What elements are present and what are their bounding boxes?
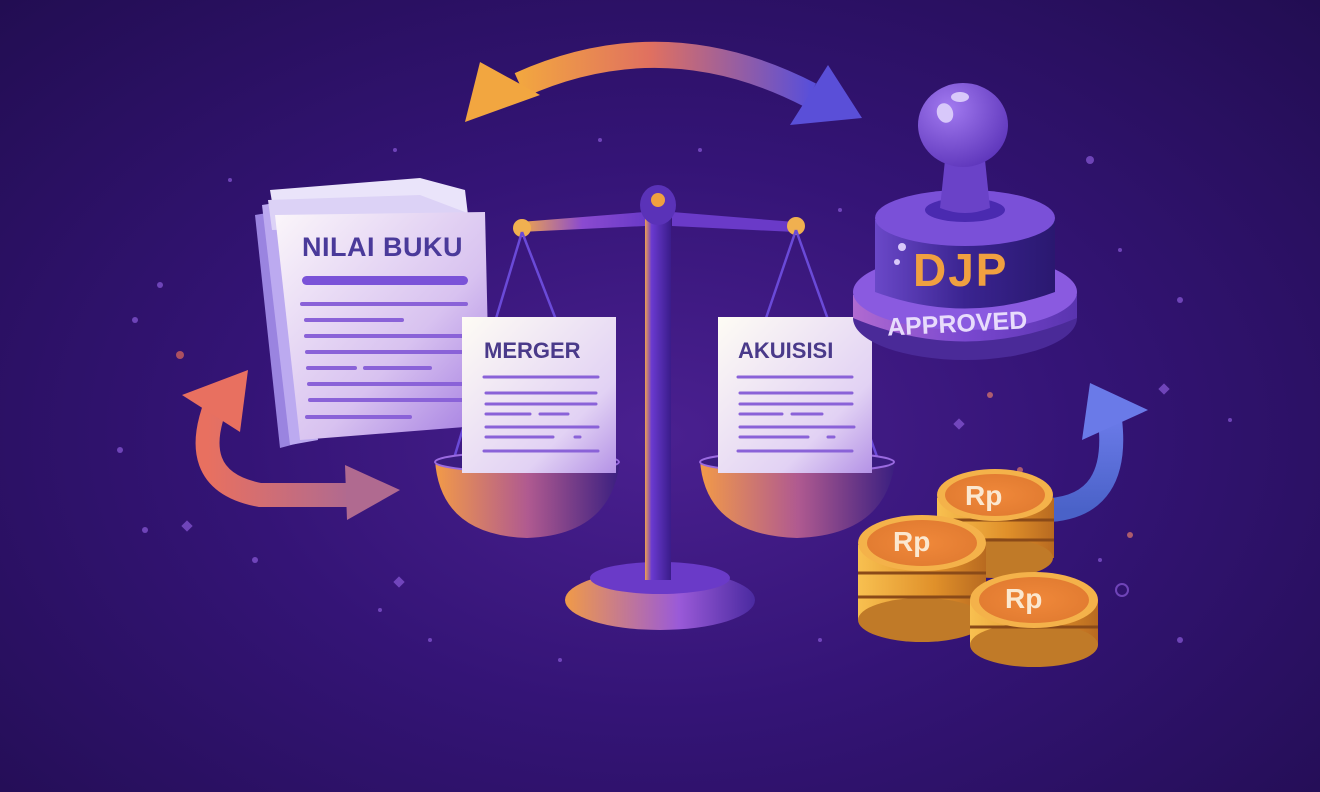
merger-title: MERGER: [484, 338, 581, 363]
rupiah-coins-icon: [858, 469, 1098, 667]
book-value-title: NILAI BUKU: [302, 232, 463, 262]
double-arrow-icon: [465, 41, 862, 125]
coin-symbol: Rp: [893, 526, 931, 557]
acquisition-title: AKUISISI: [738, 338, 834, 363]
cycle-arrow-right-icon: [1048, 383, 1148, 522]
coin-symbol: Rp: [1005, 583, 1043, 614]
book-value-document: [255, 178, 490, 448]
approval-stamp-icon: [853, 83, 1077, 360]
cycle-arrow-left-icon: [182, 370, 400, 520]
coin-symbol: Rp: [965, 480, 1003, 511]
merger-document: [462, 317, 616, 473]
acquisition-document: [718, 317, 872, 473]
stamp-djp-text: DJP: [913, 244, 1009, 296]
